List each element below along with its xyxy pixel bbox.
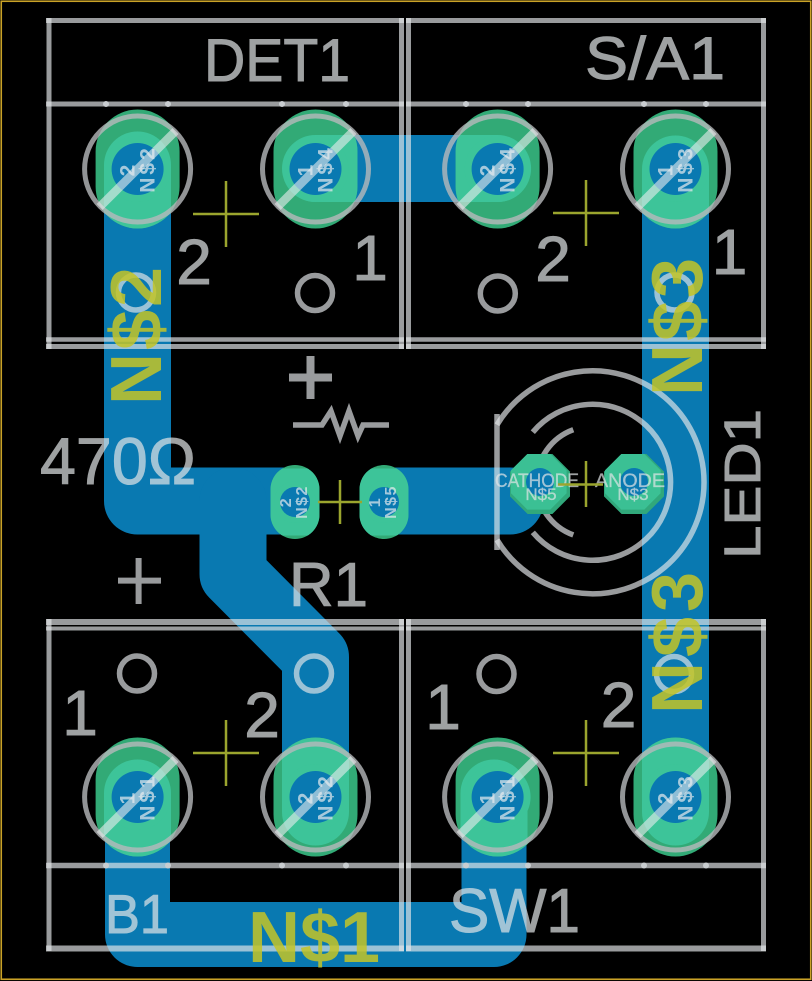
svg-text:N$3: N$3 [638,567,718,714]
svg-text:N$5: N$5 [525,485,556,504]
svg-text:N$2: N$2 [294,485,311,519]
svg-text:2: 2 [535,223,571,295]
svg-text:1: 1 [425,671,461,743]
svg-text:N$3: N$3 [638,255,718,396]
svg-text:1: 1 [367,497,384,507]
svg-text:B1: B1 [105,883,169,945]
svg-text:SW1: SW1 [449,877,580,946]
svg-text:N$5: N$5 [383,485,400,519]
svg-text:N$3: N$3 [617,485,648,504]
svg-text:ANODE: ANODE [595,471,665,492]
svg-text:1: 1 [712,216,748,288]
svg-text:2: 2 [244,679,280,751]
svg-text:LED1: LED1 [714,409,771,559]
svg-text:2: 2 [176,226,212,298]
svg-text:2: 2 [278,497,295,507]
svg-text:DET1: DET1 [204,27,350,94]
svg-text:N$1: N$1 [248,898,380,978]
svg-text:R1: R1 [289,551,368,620]
svg-text:470Ω: 470Ω [40,424,196,498]
svg-text:2: 2 [601,669,637,741]
svg-text:1: 1 [352,222,388,294]
svg-text:CATHODE: CATHODE [495,471,579,492]
svg-text:1: 1 [62,677,98,749]
svg-text:N$2: N$2 [97,264,177,405]
svg-text:S/A1: S/A1 [585,25,725,92]
